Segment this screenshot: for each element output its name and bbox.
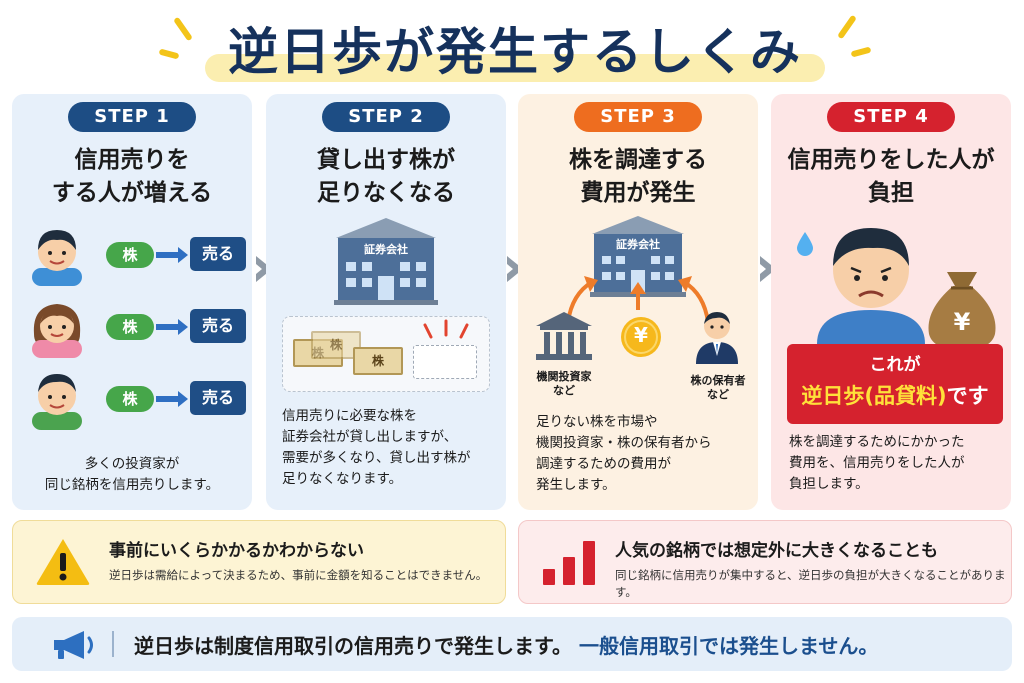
- note-large-cost: 人気の銘柄では想定外に大きくなることも 同じ銘柄に信用売りが集中すると、逆日歩の…: [518, 520, 1012, 604]
- stock-badge: 株: [106, 242, 154, 268]
- step-3-description: 足りない株を市場や 機関投資家・株の保有者から 調達するための費用が 発生します…: [536, 414, 712, 493]
- chevron-right-icon: [760, 256, 776, 282]
- arrow-right-icon: [156, 391, 188, 407]
- stock-badge: 株: [106, 314, 154, 340]
- investor-woman-icon: [32, 304, 82, 358]
- money-bag-icon: [928, 272, 996, 350]
- stock-certificate: 株: [353, 347, 403, 375]
- yen-coin-icon: [621, 317, 661, 357]
- title-highlight: [205, 54, 825, 82]
- step-4-badge: STEP 4: [827, 102, 955, 132]
- note-title: 事前にいくらかかるかわからない: [109, 541, 364, 561]
- note-body: 逆日歩は需給によって決まるため、事前に金額を知ることはできません。: [109, 568, 488, 582]
- footer-main: 逆日歩は制度信用取引の信用売りで発生します。: [134, 634, 572, 658]
- yen-symbol: ¥: [634, 323, 648, 347]
- chevron-right-icon: [507, 256, 523, 282]
- divider: [112, 631, 114, 657]
- stock-holder-icon: [696, 312, 738, 364]
- sparkle-icon: [837, 14, 857, 40]
- callout-line-2: 逆日歩(品貸料)です: [787, 380, 1003, 410]
- step-2-description: 信用売りに必要な株を 証券会社が貸し出しますが、 需要が多くなり、貸し出す株が …: [282, 408, 471, 487]
- footer-banner: 逆日歩は制度信用取引の信用売りで発生します。 一般信用取引では発生しません。: [12, 617, 1012, 671]
- building-icon: [334, 218, 438, 305]
- bank-icon: [536, 312, 592, 360]
- note-body: 同じ銘柄に信用売りが集中すると、逆日歩の負担が大きくなることがあります。: [615, 568, 1006, 599]
- investor-boy-icon: [32, 230, 82, 286]
- callout-highlight: 逆日歩(品貸料): [801, 384, 947, 408]
- callout-suffix: です: [946, 384, 989, 408]
- footer-text: 逆日歩は制度信用取引の信用売りで発生します。 一般信用取引では発生しません。: [134, 630, 878, 659]
- institution-label: 機関投資家 など: [536, 370, 592, 397]
- arrow-right-icon: [156, 247, 188, 263]
- footer-highlight: 一般信用取引では発生しません。: [578, 634, 879, 658]
- empty-slot: [413, 345, 477, 379]
- chevron-right-icon: [256, 256, 272, 282]
- flow-arrows-icon: [566, 276, 710, 323]
- step-1-heading: 信用売りを する人が増える: [51, 147, 213, 206]
- bar-chart-icon: [543, 541, 595, 585]
- gyakuhibu-callout: これが 逆日歩(品貸料)です: [787, 344, 1003, 424]
- sparkle-icon: [158, 48, 180, 60]
- stock-badge: 株: [106, 386, 154, 412]
- securities-company-building: 証券会社: [332, 216, 440, 306]
- title-area: 逆日歩が発生するしくみ: [195, 8, 835, 86]
- lending-stock-area: 株 株 株: [282, 316, 490, 392]
- sell-label: 売る: [190, 381, 246, 415]
- alert-lines-icon: [423, 319, 469, 339]
- sell-label: 売る: [190, 237, 246, 271]
- step-1-description: 多くの投資家が 同じ銘柄を信用売りします。: [44, 456, 220, 493]
- investor-row: 株 売る: [26, 222, 246, 292]
- step-1-card: STEP 1 信用売りを する人が増える 株 売る 株 売る: [12, 94, 252, 510]
- holder-label: 株の保有者 など: [690, 374, 746, 401]
- company-label: 証券会社: [616, 238, 660, 251]
- stock-certificate: 株: [311, 331, 361, 359]
- step-4-card: STEP 4 信用売りをした人が 負担 ¥ これが 逆日歩(品貸料)です 株を調…: [771, 94, 1011, 510]
- investor-row: 株 売る: [26, 294, 246, 364]
- yen-symbol: ¥: [953, 308, 971, 336]
- note-title: 人気の銘柄では想定外に大きくなることも: [615, 541, 938, 561]
- step-2-card: STEP 2 貸し出す株が 足りなくなる 証券会社 株 株 株 信用売りに必要な…: [266, 94, 506, 510]
- step-4-heading: 信用売りをした人が 負担: [787, 147, 995, 206]
- step-3-card: STEP 3 株を調達する 費用が発生 証券会社 ¥ 機関投資: [518, 94, 758, 510]
- worried-person-icon: [817, 228, 925, 344]
- page-title: 逆日歩が発生するしくみ: [228, 23, 802, 81]
- megaphone-icon: [54, 631, 93, 659]
- company-label: 証券会社: [364, 243, 408, 256]
- step-3-badge: STEP 3: [574, 102, 702, 132]
- callout-line-1: これが: [869, 355, 921, 375]
- warning-icon: [36, 539, 90, 585]
- step-2-badge: STEP 2: [322, 102, 450, 132]
- note-unknown-cost: 事前にいくらかかるかわからない 逆日歩は需給によって決まるため、事前に金額を知る…: [12, 520, 506, 604]
- sweat-drop-icon: [797, 232, 813, 256]
- investor-row: 株 売る: [26, 366, 246, 436]
- sell-label: 売る: [190, 309, 246, 343]
- step-2-heading: 貸し出す株が 足りなくなる: [317, 147, 455, 206]
- arrow-right-icon: [156, 319, 188, 335]
- step-3-heading: 株を調達する 費用が発生: [569, 147, 707, 206]
- step-4-description: 株を調達するためにかかった 費用を、信用売りをした人が 負担します。: [789, 434, 965, 492]
- sparkle-icon: [850, 46, 872, 58]
- step-1-badge: STEP 1: [68, 102, 196, 132]
- sparkle-icon: [173, 16, 193, 42]
- investor-man-icon: [32, 374, 82, 430]
